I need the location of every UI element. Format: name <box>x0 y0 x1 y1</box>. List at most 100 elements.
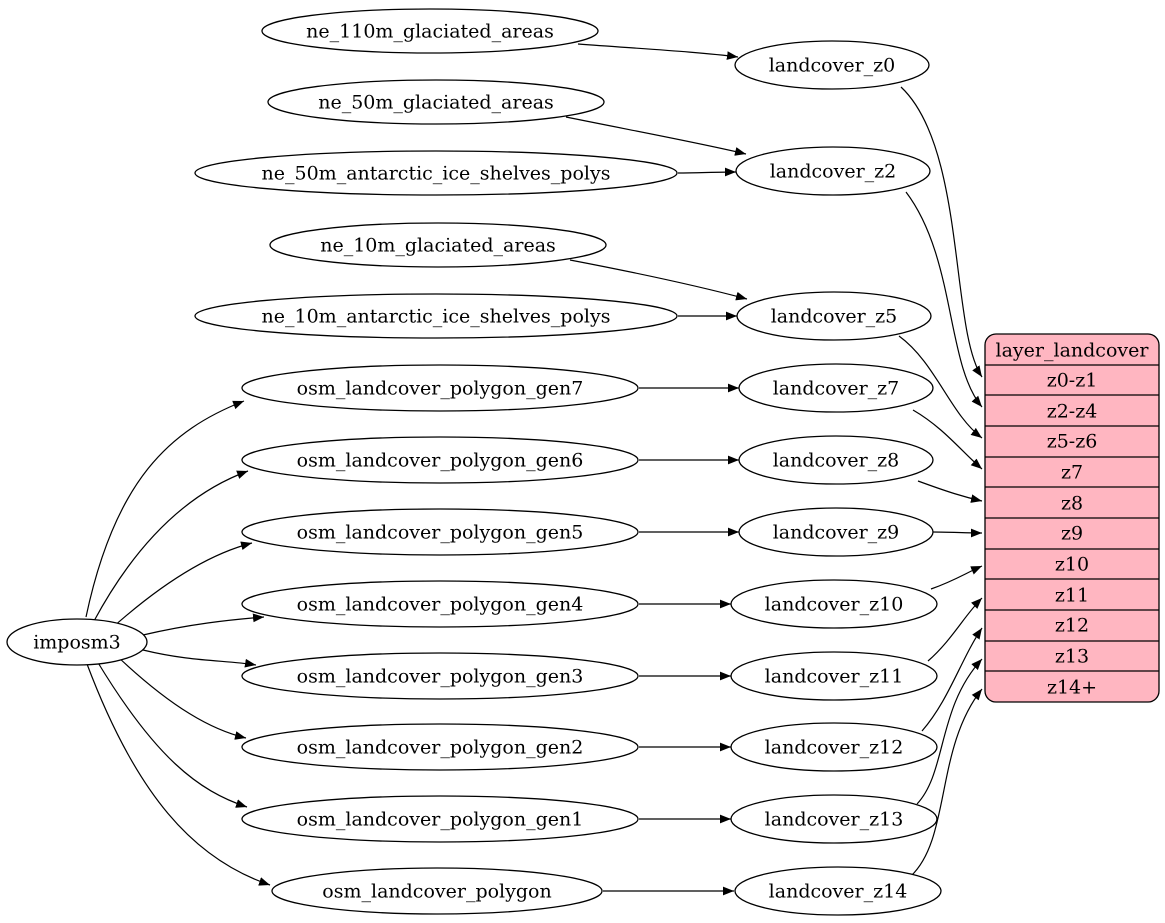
ne_110m_glaciated_areas-ellipse <box>261 8 599 54</box>
osm_landcover_polygon_gen2-label: osm_landcover_polygon_gen2 <box>297 737 584 759</box>
node-osm_landcover_polygon_gen2: osm_landcover_polygon_gen2 <box>241 723 639 771</box>
imposm3-label: imposm3 <box>33 632 121 654</box>
landcover_z14-label: landcover_z14 <box>769 881 908 903</box>
osm_landcover_polygon_gen6-label: osm_landcover_polygon_gen6 <box>297 450 584 472</box>
node-landcover_z0: landcover_z0 <box>734 40 930 90</box>
ne_50m_glaciated_areas-ellipse <box>267 79 605 125</box>
ne_50m_glaciated_areas-label: ne_50m_glaciated_areas <box>318 92 554 114</box>
node-ne_50m_antarctic_ice_shelves_polys: ne_50m_antarctic_ice_shelves_polys <box>194 150 678 196</box>
edge-imposm3-to-osm_landcover_polygon_gen1 <box>96 660 248 808</box>
edge-imposm3-to-osm_landcover_polygon_gen5 <box>111 541 253 629</box>
osm_landcover_polygon_gen7-label: osm_landcover_polygon_gen7 <box>297 378 584 400</box>
edge-ne_110m_glaciated_areas-to-landcover_z0 <box>577 43 739 60</box>
record-title: layer_landcover <box>996 340 1150 362</box>
osm_landcover_polygon_gen1-label: osm_landcover_polygon_gen1 <box>297 809 584 831</box>
osm_landcover_polygon_gen6-ellipse <box>241 436 639 484</box>
landcover_z11-label: landcover_z11 <box>765 666 904 688</box>
osm_landcover_polygon_gen3-label: osm_landcover_polygon_gen3 <box>297 666 584 688</box>
node-landcover_z9: landcover_z9 <box>738 507 934 557</box>
node-osm_landcover_polygon_gen1: osm_landcover_polygon_gen1 <box>241 795 639 843</box>
edge-landcover_z7-to-row-z7 <box>912 409 983 470</box>
landcover_z12-ellipse <box>730 722 938 772</box>
node-landcover_z14: landcover_z14 <box>734 866 942 916</box>
landcover_z2-label: landcover_z2 <box>770 161 897 183</box>
landcover_z13-label: landcover_z13 <box>765 809 904 831</box>
landcover_z14-ellipse <box>734 866 942 916</box>
node-landcover_z5: landcover_z5 <box>736 291 932 341</box>
node-landcover_z2: landcover_z2 <box>735 146 931 196</box>
ne_10m_antarctic_ice_shelves_polys-ellipse <box>194 293 678 339</box>
edge-imposm3-to-osm_landcover_polygon_gen7 <box>85 400 245 618</box>
landcover_z10-ellipse <box>730 579 938 629</box>
edge-landcover_z13-to-row-z13 <box>916 658 983 805</box>
edge-landcover_z5-to-row-z5-z6 <box>898 335 983 439</box>
ne_110m_glaciated_areas-label: ne_110m_glaciated_areas <box>306 21 554 43</box>
landcover_z5-ellipse <box>736 291 932 341</box>
osm_landcover_polygon_gen7-ellipse <box>241 364 639 412</box>
node-landcover_z8: landcover_z8 <box>738 435 934 485</box>
osm_landcover_polygon_gen1-ellipse <box>241 795 639 843</box>
landcover_z5-label: landcover_z5 <box>771 306 898 328</box>
edge-imposm3-to-osm_landcover_polygon_gen3 <box>142 649 257 668</box>
edge-landcover_z10-to-row-z10 <box>930 565 983 590</box>
landcover_z11-ellipse <box>730 651 938 701</box>
edge-imposm3-to-osm_landcover_polygon_gen4 <box>142 613 265 636</box>
record-row-z5-z6: z5-z6 <box>1047 431 1098 453</box>
node-ne_10m_antarctic_ice_shelves_polys: ne_10m_antarctic_ice_shelves_polys <box>194 293 678 339</box>
record-row-z7: z7 <box>1061 462 1083 484</box>
edge-landcover_z0-to-row-z0-z1 <box>900 86 983 378</box>
record-row-z13: z13 <box>1055 646 1089 668</box>
node-osm_landcover_polygon_gen3: osm_landcover_polygon_gen3 <box>241 652 639 700</box>
landcover_z9-label: landcover_z9 <box>773 522 900 544</box>
record-row-z8: z8 <box>1061 493 1083 515</box>
record-row-z14plus: z14+ <box>1047 677 1097 699</box>
node-ne_50m_glaciated_areas: ne_50m_glaciated_areas <box>267 79 605 125</box>
node-osm_landcover_polygon_gen5: osm_landcover_polygon_gen5 <box>241 508 639 556</box>
osm_landcover_polygon_gen5-label: osm_landcover_polygon_gen5 <box>297 522 584 544</box>
record-row-z0-z1: z0-z1 <box>1047 370 1098 392</box>
node-landcover_z7: landcover_z7 <box>738 363 934 413</box>
osm_landcover_polygon_gen4-label: osm_landcover_polygon_gen4 <box>297 594 584 616</box>
landcover_z9-ellipse <box>738 507 934 557</box>
edge-imposm3-to-osm_landcover_polygon_gen2 <box>116 655 247 740</box>
record-row-separators <box>985 364 1159 672</box>
ne_50m_antarctic_ice_shelves_polys-label: ne_50m_antarctic_ice_shelves_polys <box>262 163 611 185</box>
node-ne_110m_glaciated_areas: ne_110m_glaciated_areas <box>261 8 599 54</box>
landcover_z0-label: landcover_z0 <box>769 55 896 77</box>
landcover_z0-ellipse <box>734 40 930 90</box>
node-layer_landcover-record: layer_landcover z0-z1 z2-z4 z5-z6 z7 z8 … <box>984 333 1160 703</box>
node-ne_10m_glaciated_areas: ne_10m_glaciated_areas <box>269 222 607 268</box>
edge-ne_50m_glaciated_areas-to-landcover_z2 <box>565 116 747 156</box>
node-osm_landcover_polygon: osm_landcover_polygon <box>271 867 603 915</box>
osm_landcover_polygon_gen4-ellipse <box>241 580 639 628</box>
node-landcover_z13: landcover_z13 <box>730 794 938 844</box>
edge-ne_10m_glaciated_areas-to-landcover_z5 <box>569 259 748 301</box>
landcover_z2-ellipse <box>735 146 931 196</box>
record-row-z11: z11 <box>1055 585 1089 607</box>
landcover_z7-label: landcover_z7 <box>773 378 900 400</box>
osm_landcover_polygon-ellipse <box>271 867 603 915</box>
ne_50m_antarctic_ice_shelves_polys-ellipse <box>194 150 678 196</box>
edge-landcover_z2-to-row-z2-z4 <box>905 191 983 408</box>
ne_10m_glaciated_areas-ellipse <box>269 222 607 268</box>
landcover_z7-ellipse <box>738 363 934 413</box>
osm_landcover_polygon-label: osm_landcover_polygon <box>322 881 551 903</box>
imposm3-ellipse <box>6 618 148 666</box>
edges-layer <box>85 43 983 896</box>
node-landcover_z10: landcover_z10 <box>730 579 938 629</box>
landcover_z8-ellipse <box>738 435 934 485</box>
landcover_z8-label: landcover_z8 <box>773 450 900 472</box>
node-landcover_z12: landcover_z12 <box>730 722 938 772</box>
edge-imposm3-to-osm_landcover_polygon <box>86 663 271 886</box>
landcover_z10-label: landcover_z10 <box>765 594 904 616</box>
node-landcover_z11: landcover_z11 <box>730 651 938 701</box>
node-osm_landcover_polygon_gen4: osm_landcover_polygon_gen4 <box>241 580 639 628</box>
osm_landcover_polygon_gen5-ellipse <box>241 508 639 556</box>
record-row-z9: z9 <box>1061 523 1083 545</box>
landcover_z13-ellipse <box>730 794 938 844</box>
node-osm_landcover_polygon_gen7: osm_landcover_polygon_gen7 <box>241 364 639 412</box>
ne_10m_antarctic_ice_shelves_polys-label: ne_10m_antarctic_ice_shelves_polys <box>262 306 611 328</box>
landcover_z12-label: landcover_z12 <box>765 737 904 759</box>
